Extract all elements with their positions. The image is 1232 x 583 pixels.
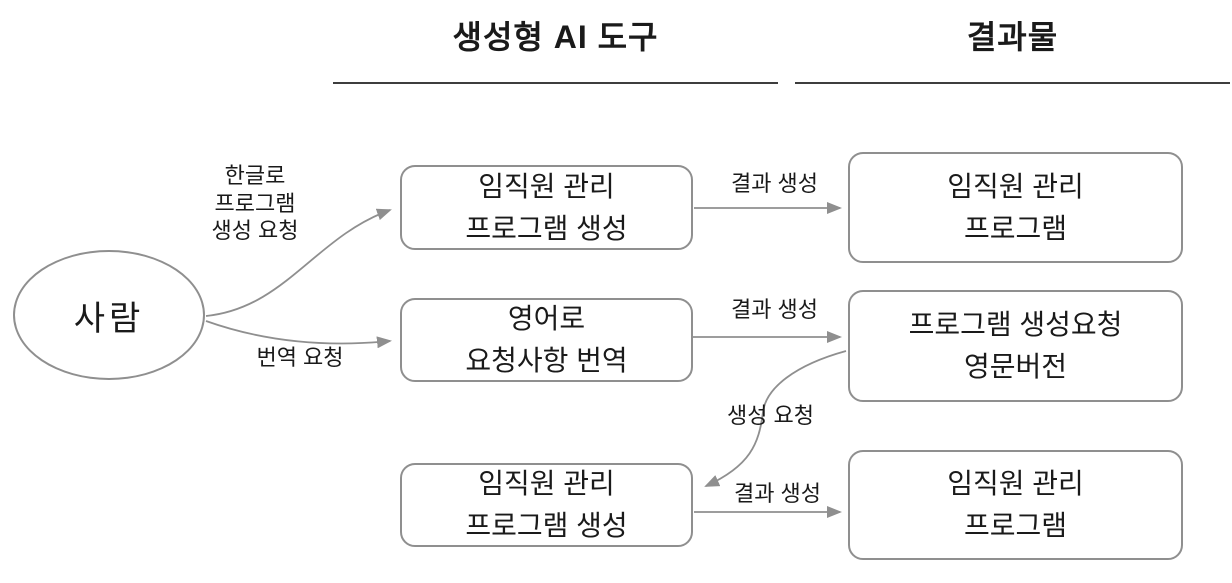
node-tool-generate-program-top: 임직원 관리 프로그램 생성 [400, 165, 693, 250]
node-label-line: 임직원 관리 [947, 170, 1084, 202]
column-header-generative-ai-tools: 생성형 AI 도구 [452, 19, 659, 55]
edge-label-result-top: 결과 생성 [730, 171, 819, 196]
node-label-line: 요청사항 번역 [465, 345, 628, 376]
node-result-program-top: 임직원 관리 프로그램 [848, 152, 1183, 263]
node-tool-translate-to-english: 영어로 요청사항 번역 [400, 298, 693, 382]
edge-label-generate-request: 생성 요청 [726, 403, 815, 428]
edge-label-result-bottom: 결과 생성 [733, 481, 822, 506]
node-person-label: 사람 [73, 299, 145, 338]
node-person: 사람 [13, 250, 205, 380]
node-label-line: 프로그램 생성 [465, 510, 628, 541]
edge-label-line: 생성 요청 [211, 218, 299, 243]
node-label-line: 프로그램 생성 [465, 212, 628, 244]
node-label-line: 프로그램 생성요청 [908, 309, 1123, 340]
edge-label-result-mid: 결과 생성 [730, 297, 819, 322]
edge-label-korean-program-request: 한글로 프로그램 생성 요청 [170, 162, 340, 245]
edge-person-to-tool-top [205, 208, 392, 317]
node-label-line: 프로그램 [963, 510, 1068, 541]
node-label-line: 영어로 [507, 303, 586, 334]
node-label-line: 임직원 관리 [478, 468, 615, 499]
node-label-line: 프로그램 [963, 212, 1068, 244]
node-label-line: 임직원 관리 [478, 170, 615, 202]
column-header-tools-underline [333, 82, 778, 84]
edge-label-line: 프로그램 [214, 190, 296, 216]
edge-person-to-tool-mid [205, 320, 392, 349]
edge-label-translate-request: 번역 요청 [256, 345, 344, 370]
column-header-outputs: 결과물 [966, 19, 1059, 55]
node-result-english-request: 프로그램 생성요청 영문버전 [848, 290, 1183, 402]
node-result-program-bottom: 임직원 관리 프로그램 [848, 450, 1183, 560]
node-tool-generate-program-bottom: 임직원 관리 프로그램 생성 [400, 463, 693, 547]
edge-label-line: 한글로 [224, 163, 286, 188]
edge-result-mid-to-tool-bottom [704, 350, 847, 487]
node-label-line: 영문버전 [963, 351, 1068, 382]
column-header-outputs-underline [795, 82, 1230, 84]
node-label-line: 임직원 관리 [947, 468, 1084, 499]
